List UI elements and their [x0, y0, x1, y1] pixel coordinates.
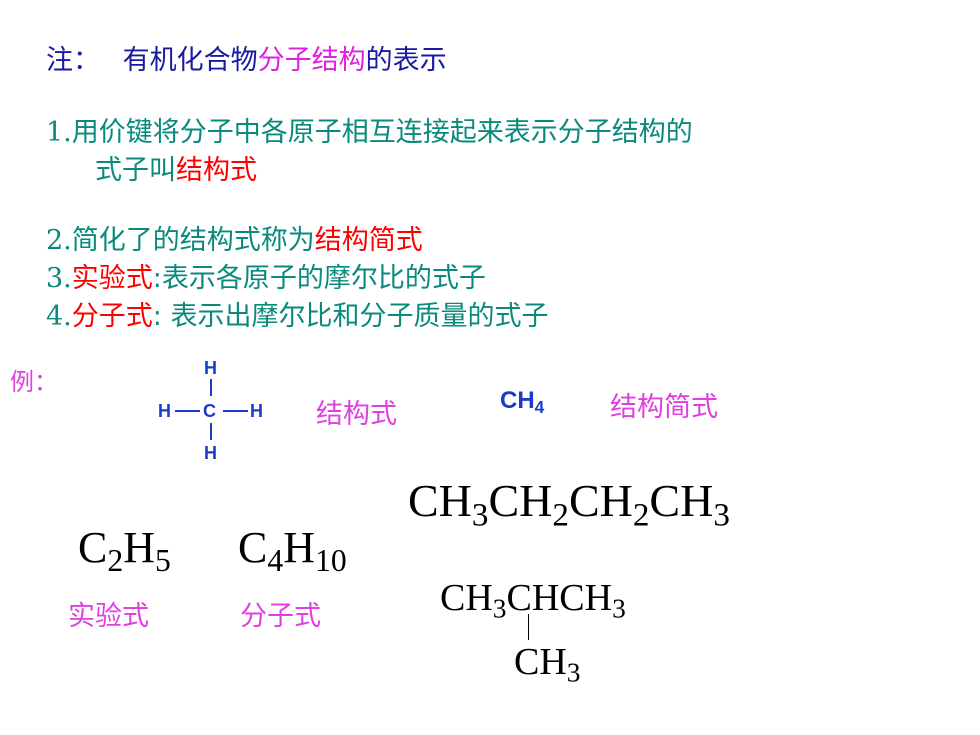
item-1-highlight: 结构式 [176, 155, 257, 186]
item-2-text: 简化了的结构式称为 [71, 225, 315, 256]
molecular-label: 分子式 [240, 601, 321, 632]
item-1-text-b: 式子叫 [95, 155, 176, 186]
empirical-c: C [78, 523, 108, 572]
methane-atom-c: C [203, 401, 216, 421]
methane-atom-h-right: H [250, 401, 263, 421]
item-2: 2.简化了的结构式称为结构简式 [46, 218, 423, 257]
butane-sub-2: 2 [552, 496, 569, 534]
isobutane-branch: CH3 [514, 640, 580, 686]
structural-formula-label: 结构式 [316, 399, 397, 430]
item-3-text: :表示各原子的摩尔比的式子 [152, 263, 486, 294]
item-3: 3.实验式:表示各原子的摩尔比的式子 [46, 256, 486, 295]
isobutane-sub-2: 3 [612, 593, 626, 624]
butane-sub-4: 3 [713, 496, 730, 534]
item-1-text: 用价键将分子中各原子相互连接起来表示分子结构的 [71, 117, 693, 148]
isobutane-part-2: CHCH [506, 577, 613, 619]
condensed-formula-label: 结构简式 [610, 392, 718, 423]
isobutane-branch-sub: 3 [566, 657, 581, 688]
item-4: 4.分子式: 表示出摩尔比和分子质量的式子 [46, 294, 548, 333]
isobutane-branch-ch: CH [514, 641, 567, 683]
isobutane-branch-bond [528, 614, 529, 640]
item-3-highlight: 实验式 [71, 263, 153, 294]
ch4-formula: CH4 [500, 387, 544, 415]
methane-atom-h-top: H [204, 358, 217, 378]
empirical-h-sub: 5 [154, 542, 171, 578]
isobutane-part-1: CH [440, 577, 493, 619]
butane-formula: CH3CH2CH2CH3 [408, 474, 730, 531]
example-label: 例： [10, 368, 58, 396]
butane-part-2: CH [488, 475, 553, 526]
title-line: 注： 有机化合物分子结构的表示 [46, 38, 447, 77]
item-4-number: 4. [46, 301, 72, 332]
item-4-text: : 表示出摩尔比和分子质量的式子 [152, 301, 549, 332]
bond-right [223, 410, 248, 412]
butane-sub-1: 3 [471, 496, 489, 534]
molecular-h-sub: 10 [314, 542, 347, 578]
molecular-c-sub: 4 [267, 542, 284, 578]
ch4-main: CH [500, 387, 535, 414]
bond-left [175, 410, 200, 412]
empirical-c-sub: 2 [107, 542, 124, 578]
methane-structure: H H C H H [155, 355, 270, 465]
methane-atom-h-left: H [158, 401, 171, 421]
item-1: 1.用价键将分子中各原子相互连接起来表示分子结构的 [46, 110, 693, 149]
note-text-c: 的表示 [365, 45, 447, 76]
butane-part-1: CH [408, 475, 472, 526]
item-2-number: 2. [46, 225, 72, 256]
butane-sub-3: 2 [632, 496, 650, 534]
item-3-number: 3. [46, 263, 72, 294]
isobutane-sub-1: 3 [492, 593, 507, 624]
item-1-cont: 式子叫结构式 [95, 148, 257, 187]
empirical-formula: C2H5 [78, 522, 171, 576]
molecular-c: C [238, 523, 268, 572]
molecular-formula: C4H10 [238, 522, 347, 576]
item-1-number: 1. [46, 117, 72, 148]
note-text-a: 有机化合物 [122, 45, 258, 76]
empirical-h: H [123, 523, 155, 572]
butane-part-4: CH [649, 475, 714, 526]
bond-top [210, 379, 212, 396]
ch4-sub: 4 [534, 396, 545, 417]
butane-part-3: CH [568, 475, 633, 526]
methane-atom-h-bottom: H [204, 443, 217, 463]
note-text-b: 分子结构 [257, 45, 366, 76]
note-prefix: 注： [46, 45, 100, 76]
bond-bottom [210, 423, 212, 440]
isobutane-formula: CH3CHCH3 [440, 576, 626, 622]
item-2-highlight: 结构简式 [314, 225, 423, 256]
empirical-label: 实验式 [68, 601, 149, 632]
item-4-highlight: 分子式 [71, 301, 153, 332]
molecular-h: H [283, 523, 315, 572]
